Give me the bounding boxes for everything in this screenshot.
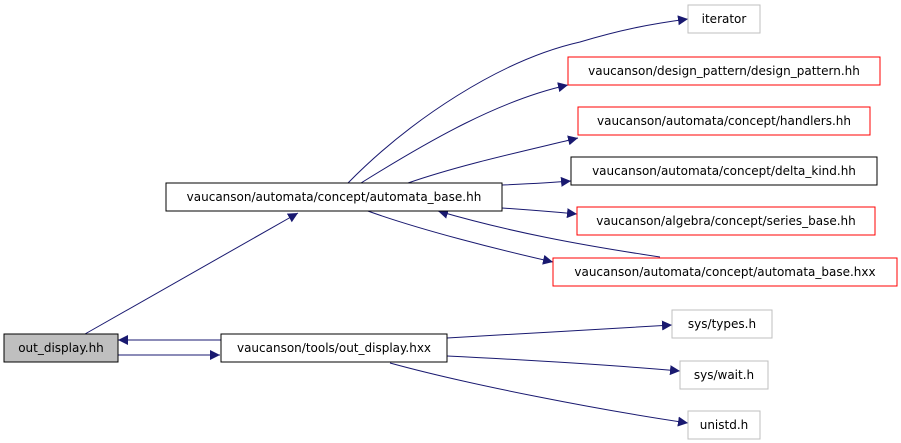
edge-automata-base-hh-to-iterator — [347, 15, 689, 184]
node-design-pattern-hh[interactable]: vaucanson/design_pattern/design_pattern.… — [567, 56, 881, 86]
edge-automata-base-hh-to-automata-base-hxx — [364, 209, 554, 265]
node-label: unistd.h — [700, 418, 749, 432]
node-out-display-hh[interactable]: out_display.hh — [3, 333, 119, 363]
node-label: vaucanson/automata/concept/automata_base… — [574, 265, 875, 279]
node-label: out_display.hh — [18, 341, 104, 355]
node-label: vaucanson/automata/concept/automata_base… — [187, 190, 482, 204]
node-delta-kind-hh[interactable]: vaucanson/automata/concept/delta_kind.hh — [570, 156, 878, 186]
node-label: sys/wait.h — [694, 368, 754, 382]
node-label: vaucanson/automata/concept/handlers.hh — [597, 114, 851, 128]
edge-automata-base-hh-to-series-base-hh — [501, 207, 578, 219]
node-label: vaucanson/algebra/concept/series_base.hh — [596, 214, 856, 228]
node-unistd-h[interactable]: unistd.h — [687, 410, 761, 440]
node-label: vaucanson/tools/out_display.hxx — [237, 341, 431, 355]
node-label: sys/types.h — [688, 317, 756, 331]
node-label: iterator — [702, 12, 747, 26]
node-label: vaucanson/automata/concept/delta_kind.hh — [592, 164, 856, 178]
edges — [84, 15, 689, 427]
node-out-display-hxx[interactable]: vaucanson/tools/out_display.hxx — [220, 333, 448, 363]
node-sys-types-h[interactable]: sys/types.h — [671, 309, 773, 339]
node-label: vaucanson/design_pattern/design_pattern.… — [588, 64, 860, 78]
node-automata-base-hh[interactable]: vaucanson/automata/concept/automata_base… — [165, 182, 503, 212]
node-sys-wait-h[interactable]: sys/wait.h — [679, 360, 769, 390]
edge-automata-base-hxx-to-automata-base-hh — [437, 208, 661, 258]
edge-out-display-hxx-to-unistd-h — [389, 362, 689, 427]
edge-out-display-hxx-to-sys-wait-h — [446, 355, 681, 376]
edge-out-display-hh-to-automata-base-hh — [84, 212, 299, 335]
edge-out-display-hxx-to-sys-types-h — [446, 320, 673, 339]
edge-automata-base-hh-to-design-pattern-hh — [360, 82, 569, 184]
node-series-base-hh[interactable]: vaucanson/algebra/concept/series_base.hh — [576, 206, 876, 236]
edge-automata-base-hh-to-delta-kind-hh — [501, 176, 572, 187]
node-automata-base-hxx[interactable]: vaucanson/automata/concept/automata_base… — [552, 257, 898, 287]
node-iterator[interactable]: iterator — [687, 4, 761, 34]
node-handlers-hh[interactable]: vaucanson/automata/concept/handlers.hh — [577, 106, 871, 136]
edge-automata-base-hh-to-handlers-hh — [407, 135, 579, 184]
